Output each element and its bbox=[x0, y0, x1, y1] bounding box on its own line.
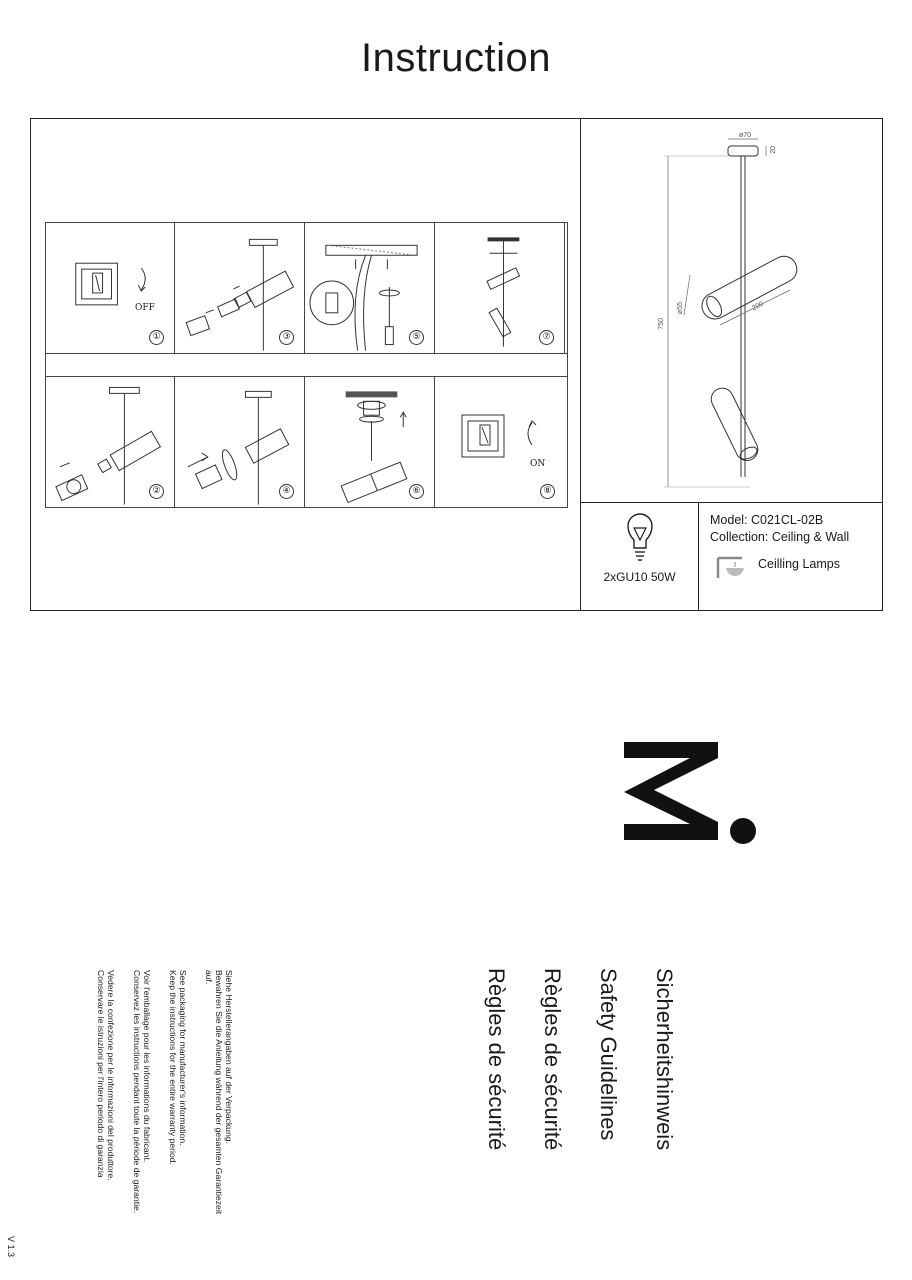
step-2: ② bbox=[46, 377, 175, 507]
step-6: ⑥ bbox=[306, 377, 435, 507]
on-label: ON bbox=[530, 459, 546, 469]
safety-line: Siehe Herstellerangaben auf der Verpacku… bbox=[224, 970, 234, 1144]
canopy-fix-illustration bbox=[340, 391, 408, 504]
product-dimension-drawing bbox=[664, 138, 798, 488]
step-number: ④ bbox=[279, 484, 294, 499]
steps-separator bbox=[46, 353, 567, 377]
canopy-diameter-label: ø70 bbox=[739, 132, 752, 139]
step-3: ③ bbox=[176, 223, 305, 353]
product-info: Model: C021CL-02B Collection: Ceiling & … bbox=[710, 512, 849, 546]
safety-line: See packaging for manufacturer's informa… bbox=[178, 970, 188, 1146]
safety-line: Keep the instructions for the entire war… bbox=[168, 970, 178, 1165]
step-1: OFF ① bbox=[46, 223, 175, 353]
total-height-label: 750 bbox=[658, 318, 665, 330]
safety-heading-it: Règles de sécurité bbox=[484, 968, 509, 1151]
safety-line: Voir l'emballage pour les informations d… bbox=[142, 970, 152, 1163]
safety-heading-en: Safety Guidelines bbox=[596, 968, 621, 1141]
safety-line: Conservare le istruzioni per l'intero pe… bbox=[96, 970, 106, 1178]
safety-line: auf. bbox=[204, 970, 214, 985]
safety-heading-de: Sicherheitshinweis bbox=[652, 968, 677, 1151]
bulb-label: 2xGU10 50W bbox=[603, 570, 676, 584]
step-number: ① bbox=[149, 330, 164, 345]
instruction-frame bbox=[30, 118, 883, 611]
assembly-steps: OFF ① ③ bbox=[45, 222, 568, 508]
collection-text: Collection: Ceiling & Wall bbox=[710, 530, 850, 544]
switch-on-illustration bbox=[461, 414, 537, 458]
step-number: ③ bbox=[279, 330, 294, 345]
brand-logo bbox=[624, 742, 756, 844]
ceiling-lamp-icon bbox=[716, 556, 744, 578]
lamp-adjust-illustration bbox=[486, 237, 521, 347]
model-text: Model: C021CL-02B bbox=[710, 513, 824, 527]
lamp-head-assembly-illustration bbox=[185, 238, 295, 351]
step-4: ④ bbox=[176, 377, 305, 507]
frame-divider bbox=[698, 502, 699, 610]
safety-heading-fr: Règles de sécurité bbox=[540, 968, 565, 1151]
safety-line: Conservez les instructions pendant toute… bbox=[132, 970, 142, 1214]
shade-diameter-label: ø55 bbox=[677, 302, 684, 315]
step-number: ⑥ bbox=[409, 484, 424, 499]
frame-divider bbox=[580, 118, 581, 611]
step-7: ⑦ bbox=[436, 223, 565, 353]
step-5: ⑤ bbox=[306, 223, 435, 353]
safety-line: Bewahren Sie die Anleitung während der g… bbox=[214, 970, 224, 1215]
version-label: V 1.3 bbox=[6, 1236, 16, 1258]
step-number: ⑦ bbox=[539, 330, 554, 345]
bulb-icon bbox=[627, 513, 653, 561]
ceiling-mount-illustration bbox=[309, 244, 418, 351]
ring-fix-illustration bbox=[187, 390, 290, 505]
bulb-insert-illustration bbox=[55, 386, 162, 505]
frame-divider bbox=[580, 502, 882, 503]
canopy-height-label: 20 bbox=[770, 146, 777, 154]
off-label: OFF bbox=[135, 303, 155, 313]
step-number: ⑧ bbox=[540, 484, 555, 499]
safety-line: Vedere la confezione per le informazioni… bbox=[106, 970, 116, 1181]
step-8: ON ⑧ bbox=[436, 377, 565, 507]
bulb-spec: 2xGU10 50W bbox=[582, 504, 697, 609]
step-number: ⑤ bbox=[409, 330, 424, 345]
page-title: Instruction bbox=[360, 36, 552, 80]
switch-off-illustration bbox=[75, 262, 146, 306]
step-number: ② bbox=[149, 484, 164, 499]
category-label: Ceilling Lamps bbox=[758, 557, 840, 571]
